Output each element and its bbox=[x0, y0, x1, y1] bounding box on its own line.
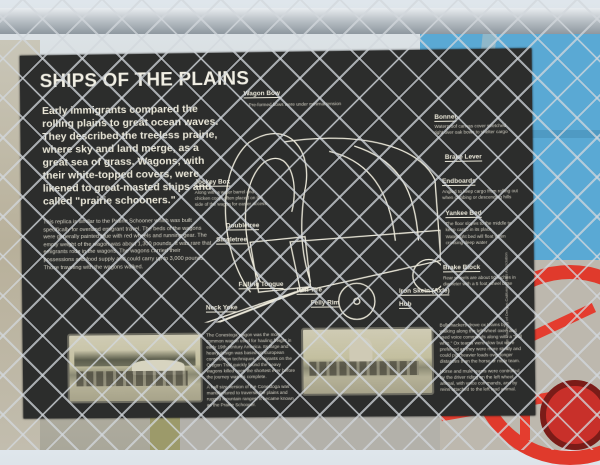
photo-oxen bbox=[310, 361, 419, 376]
label-brake-lever: Brake Lever bbox=[445, 153, 482, 161]
label-doubletree: Doubletree bbox=[226, 222, 259, 230]
label-iron-skein: Iron Skein (Axle) bbox=[399, 287, 450, 295]
wagon-diagram-icon bbox=[139, 90, 442, 323]
desc-jockey-box: Along with a water barrel and chicken co… bbox=[195, 189, 267, 208]
conestoga-text-1: The Conestoga wagon was the most common … bbox=[206, 332, 296, 381]
label-falling-tongue: Falling Tongue bbox=[239, 281, 284, 289]
oxen-text-2: Horse and mule teams were controlled by … bbox=[440, 368, 523, 393]
label-felly-rim: Felly Rim bbox=[311, 299, 340, 307]
photo-horses bbox=[76, 371, 188, 386]
desc-endboards: Angled to keep cargo from rolling out wh… bbox=[442, 188, 523, 201]
label-bonnet: Bonnet bbox=[434, 114, 456, 122]
label-iron-tire: Iron Tire bbox=[297, 287, 323, 295]
label-yankee-bed: Yankee Bed bbox=[445, 210, 481, 218]
oxen-text-1: Bullwhackers drove ox teams by walking a… bbox=[440, 322, 523, 365]
photo-oxen-team bbox=[301, 327, 434, 396]
label-brake-block: Brake Block bbox=[443, 264, 480, 272]
conestoga-text-2: A half size version of the Conestoga was… bbox=[207, 384, 297, 409]
label-jockey-box: Jockey Box bbox=[195, 179, 230, 187]
desc-bonnet: Waterproof canvas cover stretched tight … bbox=[434, 123, 515, 136]
label-endboards: Endboards bbox=[442, 178, 476, 186]
label-neck-yoke: Neck Yoke bbox=[206, 304, 238, 312]
fence-top-rail bbox=[0, 8, 600, 34]
label-singletree: Singletree bbox=[216, 236, 247, 244]
interpretive-sign: SHIPS OF THE PLAINS Early immigrants com… bbox=[20, 48, 536, 418]
label-hub: Hub bbox=[399, 301, 412, 309]
label-wagon-bow: Wagon Bow bbox=[244, 90, 280, 98]
sign-title: SHIPS OF THE PLAINS bbox=[40, 68, 250, 93]
photo-conestoga bbox=[67, 333, 203, 404]
photo-wagon-cover bbox=[349, 337, 372, 363]
